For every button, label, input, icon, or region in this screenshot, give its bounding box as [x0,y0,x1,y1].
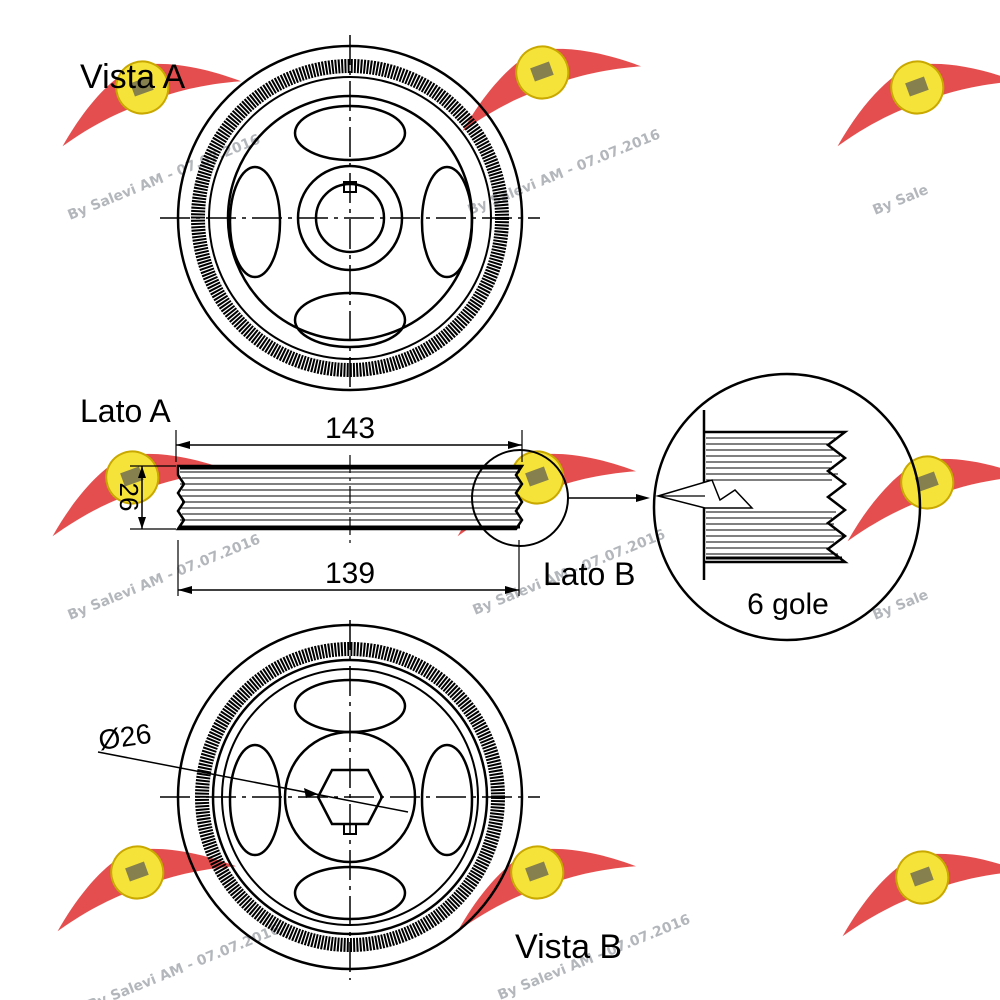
outer-rim [176,44,524,392]
detail-circle [652,372,922,642]
bore-diameter-label: Ø26 [97,718,154,756]
lato-b-label: Lato B [543,556,636,592]
groove-detail [652,372,922,642]
dimension-143: 143 [325,412,375,445]
vista-a-view [160,35,540,392]
keyway [343,823,357,835]
hub-outer [296,164,404,272]
watermark-text-partial: By Sale [871,587,931,624]
bore [314,182,386,254]
dimension-139: 139 [325,557,375,590]
spoke-window-right [420,743,474,857]
watermark-text: By Salevi AM - 07.07.2016 [66,532,263,624]
watermark-logo [828,424,1000,543]
spoke-window-bottom [293,865,407,921]
groove-profile [705,430,849,564]
side-view [130,430,650,596]
spoke-window-right [420,165,474,279]
vista-a-label: Vista A [80,58,186,96]
watermark-text: By Salevi AM - 07.07.2016 [86,922,283,1000]
keyway [343,181,357,193]
spoke-window-left [228,743,282,857]
bore-leader-line [97,751,409,813]
watermark-logo [38,814,238,933]
watermark-logo [818,29,1000,148]
belt-ring [191,59,509,377]
dimension-26-height: 26 [114,483,144,512]
detail-grooves-label: 6 gole [747,588,829,621]
watermark-logo [823,819,1000,938]
hex-bore [316,768,384,826]
groove-section-marker [655,479,754,509]
vista-b-label: Vista B [515,928,622,966]
watermark-text: By Salevi AM - 07.07.2016 [66,132,263,224]
watermark-logo [443,14,643,133]
lato-a-label: Lato A [80,393,171,429]
outer-rim [176,623,524,971]
spoke-window-top [293,104,407,162]
belt-ring-inner-edge [208,76,492,360]
belt-ring [195,642,505,952]
spoke-window-left [228,165,282,279]
watermark-text-partial: By Sale [871,182,931,219]
hub-ring [221,668,479,926]
vista-b-view [97,620,540,980]
belt-ring-inner-edge [211,658,489,936]
spoke-window-bottom [293,291,407,349]
spoke-window-top [293,678,407,734]
